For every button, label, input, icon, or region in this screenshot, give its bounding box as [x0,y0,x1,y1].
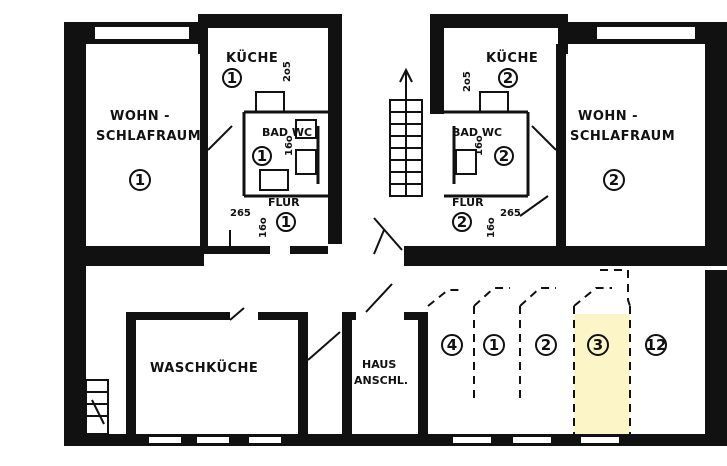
flur-left-width: 265 [230,208,251,219]
cellar-3-number: 3 [593,336,603,354]
staircase [85,67,423,435]
cellar-partitions [427,269,631,436]
wohn-left-label-2: SCHLAFRAUM [96,129,201,144]
bad-right-dimension: 16o [474,135,485,156]
cellar-2-marker [535,334,557,356]
bad-right-label: BAD WC [452,126,502,139]
flur-left-height: 16o [258,217,269,238]
kueche-left-dimension: 2o5 [282,61,293,82]
flur-left-marker [276,212,296,232]
apartment-1-marker [222,68,242,88]
flur-left-number: 1 [281,213,291,231]
kueche-left-label: KÜCHE [226,50,278,66]
wohn-right-label-2: SCHLAFRAUM [570,129,675,144]
flur-left-label: FLUR [268,196,300,209]
door-swings [207,125,557,361]
wohn-left-label-1: WOHN - [110,109,170,124]
hausanschluss-label-2: ANSCHL. [354,374,408,387]
bad-left-number: 1 [257,147,267,165]
walls [64,14,727,446]
bad-right-marker [494,146,514,166]
wohn-left-number: 1 [135,171,145,189]
waschkueche-label: WASCHKÜCHE [150,360,258,376]
bad-right-number: 2 [499,147,509,165]
cellar-4-marker [441,334,463,356]
cellar-2-number: 2 [541,336,551,354]
wohn-right-number: 2 [609,171,619,189]
cellar-12-marker [645,334,667,356]
bad-left-label: BAD WC [262,126,312,139]
hausanschluss-label-1: HAUS [362,358,396,371]
kueche-right-label: KÜCHE [486,50,538,66]
kueche-right-dimension: 2o5 [462,71,473,92]
kueche-left-number: 1 [227,69,237,87]
cellar-3-marker [587,334,609,356]
kueche-right-number: 2 [503,69,513,87]
cellar-1-number: 1 [489,336,499,354]
flur-right-height: 16o [486,217,497,238]
flur-right-marker [452,212,472,232]
bad-left-dimension: 16o [284,135,295,156]
flur-right-width: 265 [500,208,521,219]
bad-left-marker [252,146,272,166]
flur-right-label: FLUR [452,196,484,209]
fixtures [255,91,509,191]
windows [93,25,697,445]
cellar-4-number: 4 [447,336,457,354]
apartment-2-marker [498,68,518,88]
cellar-12-number: 12 [646,336,667,354]
cellar-1-marker [483,334,505,356]
wohn-left-marker [129,169,151,191]
wohn-right-marker [603,169,625,191]
cellar-3-highlight [574,314,630,436]
wohn-right-label-1: WOHN - [578,109,638,124]
flur-right-number: 2 [457,213,467,231]
